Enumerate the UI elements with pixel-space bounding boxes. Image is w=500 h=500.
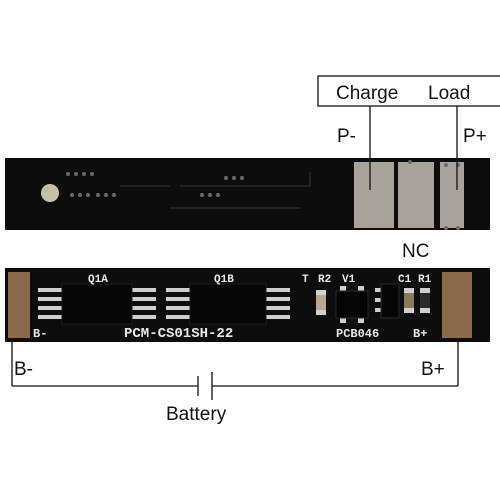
pad-nc	[398, 162, 434, 228]
pad-b-plus	[442, 272, 472, 338]
silk-v1: V1	[342, 274, 356, 286]
resistor-r1	[420, 288, 430, 313]
label-nc: NC	[402, 241, 429, 262]
pad-p-minus	[354, 162, 394, 228]
capacitor-c1	[404, 288, 414, 313]
mosfet-q1b	[166, 283, 290, 325]
label-b-plus: B+	[421, 359, 445, 380]
via-holes	[66, 160, 460, 230]
ic-v1	[335, 286, 369, 323]
label-load: Load	[428, 83, 470, 104]
silk-t: T	[302, 274, 309, 286]
silk-c1: C1	[398, 274, 412, 286]
silk-b-plus: B+	[413, 327, 427, 341]
silk-model: PCM-CS01SH-22	[124, 326, 233, 342]
top-board	[5, 158, 490, 230]
label-p-minus: P-	[337, 126, 356, 147]
silk-pcb: PCB046	[336, 327, 379, 341]
bottom-board: Q1A Q1B T R2 V1 C1 R1 B- PCM-CS01SH-22 P…	[5, 268, 490, 342]
silk-q1b: Q1B	[214, 274, 234, 286]
silk-b-minus: B-	[33, 327, 47, 341]
top-traces	[120, 172, 311, 209]
pad-b-minus	[8, 272, 30, 338]
charge-load-box	[317, 75, 500, 107]
silk-q1a: Q1A	[88, 274, 108, 286]
battery-wiring	[11, 338, 459, 400]
output-labels	[317, 75, 500, 190]
label-b-minus: B-	[14, 359, 33, 380]
pad-p-plus	[440, 162, 464, 228]
mounting-hole	[41, 184, 59, 202]
ic-u	[375, 283, 400, 319]
mosfet-q1a	[38, 283, 156, 325]
silk-r1: R1	[418, 274, 432, 286]
resistor-r2	[316, 290, 326, 315]
label-battery: Battery	[166, 404, 227, 425]
label-charge: Charge	[336, 83, 398, 104]
label-p-plus: P+	[463, 126, 487, 147]
silk-r2: R2	[318, 274, 331, 286]
